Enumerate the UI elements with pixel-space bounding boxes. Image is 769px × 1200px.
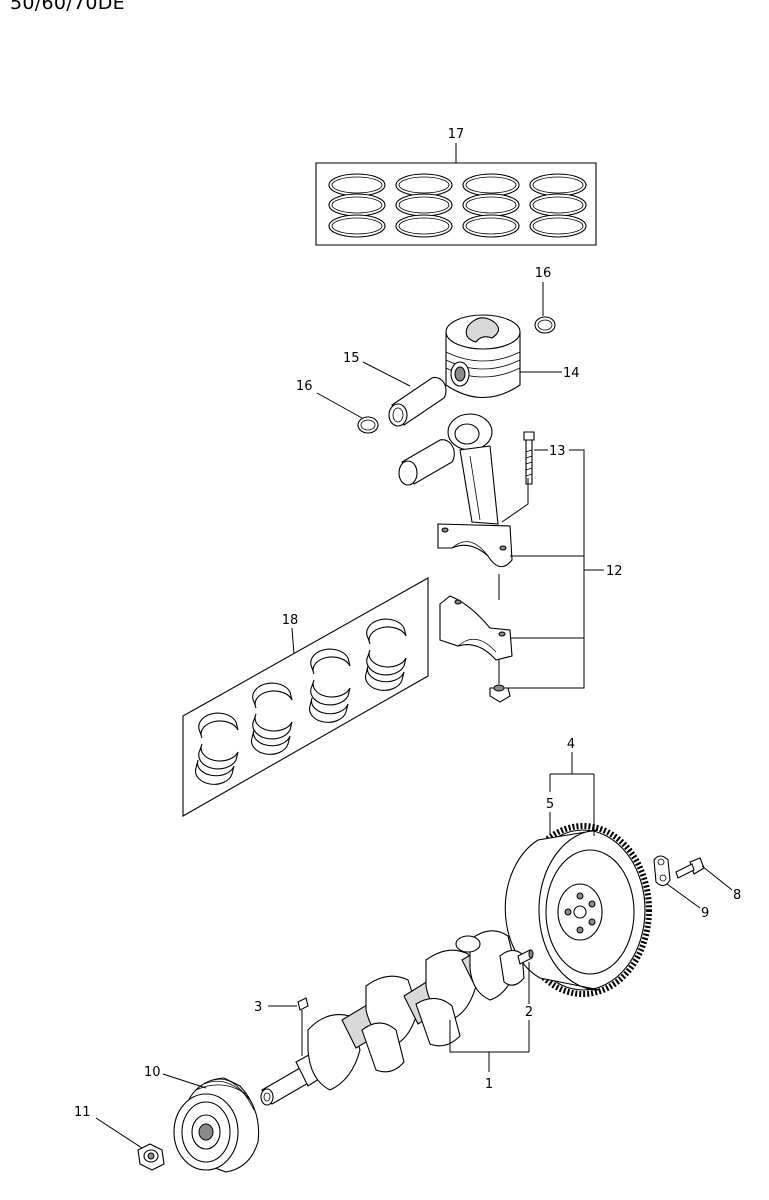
leader-10 [162,1073,207,1089]
leader-18 [291,627,295,655]
callout-16-upper[interactable]: 16 [535,266,552,281]
callout-12[interactable]: 12 [606,564,623,579]
bearing-shells [194,618,407,785]
callout-3[interactable]: 3 [254,1000,262,1015]
leader-11 [95,1117,143,1149]
connecting-rod-nut[interactable] [489,684,511,703]
snap-ring-lower[interactable] [357,416,379,434]
woodruff-key[interactable] [297,997,309,1011]
crankshaft[interactable] [260,930,525,1106]
ring-set-frame [315,162,597,246]
callout-11[interactable]: 11 [74,1105,91,1120]
main-bearing-set[interactable] [182,577,429,817]
callout-4[interactable]: 4 [567,737,575,752]
callout-2[interactable]: 2 [525,1005,533,1020]
callout-13[interactable]: 13 [549,444,566,459]
leader-15 [362,361,411,387]
piston-bowl [465,317,500,343]
callout-14[interactable]: 14 [563,366,580,381]
leader-13-to-rod [501,478,529,523]
callout-15[interactable]: 15 [343,351,360,366]
pulley-nut[interactable] [137,1143,165,1171]
piston-ring-set[interactable] [315,162,597,246]
callout-8[interactable]: 8 [733,888,741,903]
callout-9[interactable]: 9 [701,906,709,921]
page-title: 50/60/70DE [10,0,125,14]
callout-10[interactable]: 10 [144,1065,161,1080]
dowel-pin[interactable] [517,949,534,965]
connecting-rod-bolt[interactable] [523,431,535,485]
connecting-rod[interactable] [398,413,513,661]
leader-9 [666,883,701,909]
callout-18[interactable]: 18 [282,613,299,628]
flywheel-bolt[interactable] [675,857,705,879]
bracket-12-13 [508,449,585,689]
ring-stacks [328,173,587,238]
leader-16-lower [316,392,363,419]
bracket-1 [449,1020,529,1053]
bearing-set-frame [182,577,429,817]
snap-ring-upper[interactable] [534,316,556,334]
flywheel[interactable] [504,823,652,997]
leader-8 [701,865,733,891]
lock-plate[interactable] [653,855,671,887]
callout-17[interactable]: 17 [448,127,465,142]
callout-16-lower[interactable]: 16 [296,379,313,394]
crankshaft-pulley[interactable] [173,1077,260,1173]
piston[interactable] [445,314,521,399]
callout-5[interactable]: 5 [546,797,554,812]
callout-1[interactable]: 1 [485,1077,493,1092]
piston-pin[interactable] [388,376,447,427]
